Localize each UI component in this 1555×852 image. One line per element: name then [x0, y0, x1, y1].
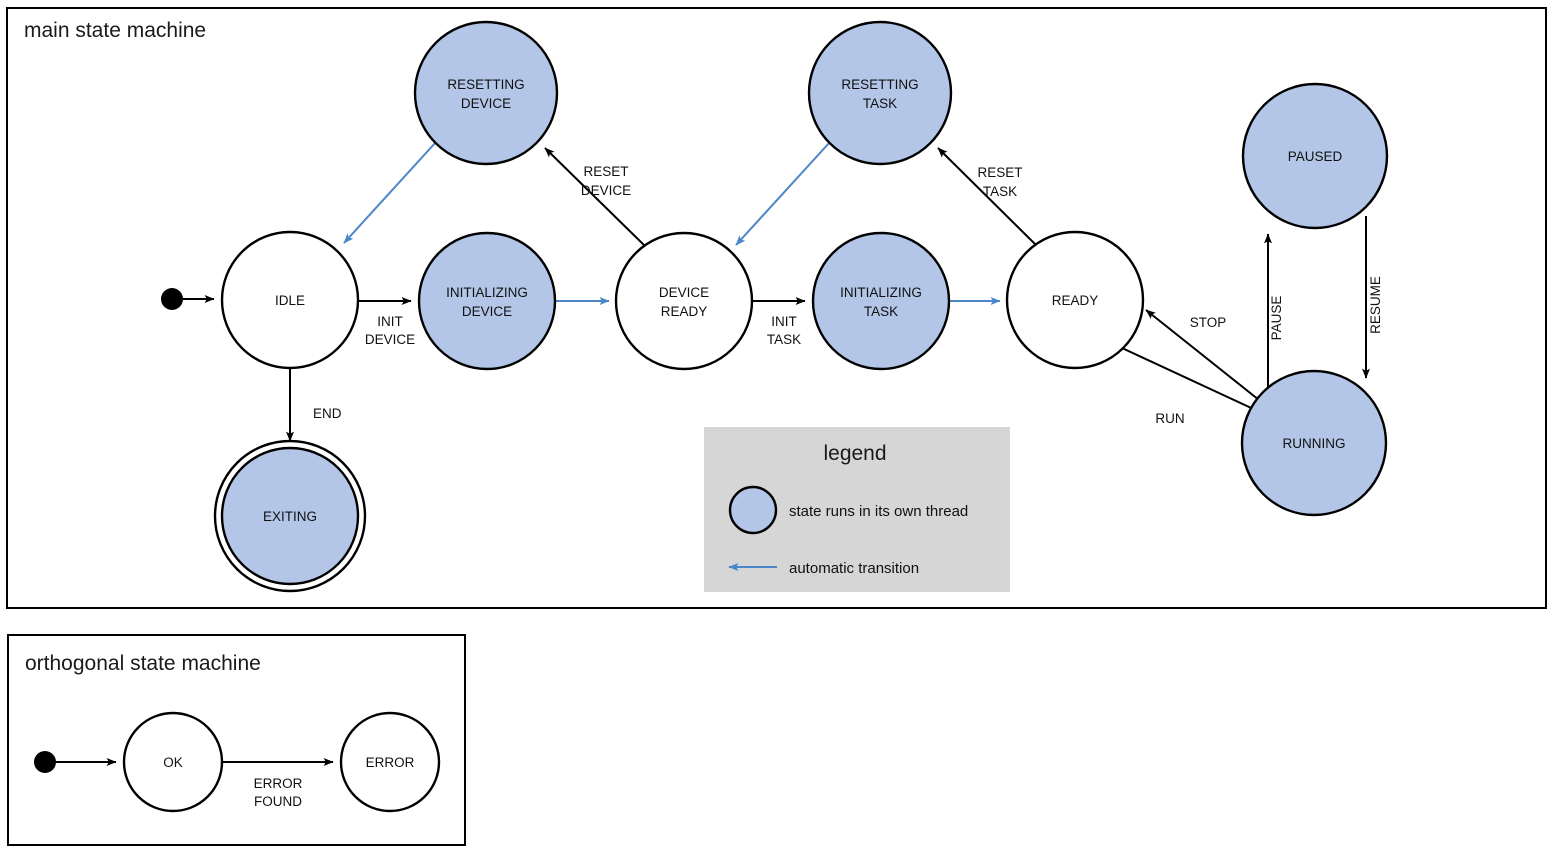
main-transitions-layer: INIT DEVICE END RESET DEVICE INIT TASK R…	[183, 141, 1383, 442]
orthogonal-states-layer: OK ERROR	[34, 711, 441, 813]
state-exiting-outer-ring	[213, 439, 367, 593]
edge-label-stop: STOP	[1190, 315, 1227, 330]
state-resetting-task[interactable]: RESETTING TASK	[807, 20, 953, 166]
edge-label-pause: PAUSE	[1269, 296, 1284, 341]
main-states-layer: IDLE EXITING INITIALIZING DEVICE RESETTI…	[161, 20, 1389, 593]
legend-filled-circle-icon	[728, 485, 778, 535]
state-ready[interactable]: READY	[1005, 230, 1145, 370]
state-ready-label: READY	[1052, 293, 1099, 308]
state-initializing-task-label-line2: TASK	[864, 304, 898, 319]
edge-label-error-found-line1: ERROR	[254, 776, 303, 791]
state-paused-label: PAUSED	[1288, 149, 1343, 164]
state-ready-shape[interactable]	[1005, 230, 1145, 370]
edge-label-error-found-line2: FOUND	[254, 794, 302, 809]
edge-label-init-task-line2: TASK	[767, 332, 801, 347]
edge-label-reset-device-line1: RESET	[583, 164, 628, 179]
state-paused[interactable]: PAUSED	[1241, 82, 1389, 230]
state-idle[interactable]: IDLE	[220, 230, 360, 370]
edge-label-reset-task-line2: TASK	[983, 184, 1017, 199]
state-initializing-device-label-line2: DEVICE	[462, 304, 512, 319]
state-resetting-task-shape[interactable]	[807, 20, 953, 166]
edge-resetting-device-to-idle[interactable]	[343, 141, 437, 244]
state-ok-shape[interactable]	[122, 711, 224, 813]
state-resetting-device-label-line2: DEVICE	[461, 96, 511, 111]
state-exiting-label: EXITING	[263, 509, 317, 524]
state-device-ready-shape[interactable]	[614, 231, 754, 371]
state-idle-shape[interactable]	[220, 230, 360, 370]
state-resetting-device-shape[interactable]	[413, 20, 559, 166]
edge-label-reset-device-line2: DEVICE	[581, 183, 631, 198]
state-ok[interactable]: OK	[122, 711, 224, 813]
state-running-label: RUNNING	[1283, 436, 1346, 451]
state-device-ready[interactable]: DEVICE READY	[614, 231, 754, 371]
state-resetting-task-label-line2: TASK	[863, 96, 897, 111]
state-exiting[interactable]: EXITING	[213, 439, 367, 593]
state-resetting-device[interactable]: RESETTING DEVICE	[413, 20, 559, 166]
state-paused-shape[interactable]	[1241, 82, 1389, 230]
state-resetting-device-label-line1: RESETTING	[447, 77, 524, 92]
state-running-shape[interactable]	[1240, 369, 1388, 517]
state-error[interactable]: ERROR	[339, 711, 441, 813]
edge-label-init-task-line1: INIT	[771, 314, 797, 329]
edge-running-to-ready[interactable]	[1145, 309, 1260, 401]
state-initializing-device-label-line1: INITIALIZING	[446, 285, 528, 300]
state-resetting-task-label-line1: RESETTING	[841, 77, 918, 92]
edge-label-resume: RESUME	[1368, 276, 1383, 334]
legend-item-thread-text: state runs in its own thread	[789, 503, 968, 520]
state-initializing-device[interactable]: INITIALIZING DEVICE	[417, 231, 557, 371]
state-error-label: ERROR	[366, 755, 415, 770]
edge-ready-to-resetting-task[interactable]	[937, 147, 1037, 246]
edge-label-init-device-line2: DEVICE	[365, 332, 415, 347]
state-initializing-task-label-line1: INITIALIZING	[840, 285, 922, 300]
edge-label-reset-task-line1: RESET	[977, 165, 1022, 180]
state-exiting-shape[interactable]	[220, 446, 360, 586]
state-initializing-device-shape[interactable]	[417, 231, 557, 371]
state-device-ready-label-line1: DEVICE	[659, 285, 709, 300]
legend-item-auto-text: automatic transition	[789, 560, 919, 577]
edge-label-end: END	[313, 406, 342, 421]
initial-state-dot-main[interactable]	[161, 288, 183, 310]
state-device-ready-label-line2: READY	[661, 304, 708, 319]
edge-label-init-device-line1: INIT	[377, 314, 403, 329]
state-error-shape[interactable]	[339, 711, 441, 813]
initial-state-dot-orthogonal[interactable]	[34, 751, 56, 773]
state-idle-label: IDLE	[275, 293, 305, 308]
state-initializing-task[interactable]: INITIALIZING TASK	[811, 231, 951, 371]
legend: legend state runs in its own thread auto…	[704, 427, 1010, 592]
state-running[interactable]: RUNNING	[1240, 369, 1388, 517]
orthogonal-frame-title: orthogonal state machine	[25, 652, 261, 675]
legend-title: legend	[823, 442, 886, 465]
edge-ready-to-running[interactable]	[1121, 347, 1263, 414]
edge-resetting-task-to-device-ready[interactable]	[735, 141, 831, 246]
state-ok-label: OK	[163, 755, 183, 770]
main-frame-title: main state machine	[24, 19, 206, 42]
edge-device-ready-to-resetting-device[interactable]	[544, 147, 646, 247]
orthogonal-transitions-layer: ERROR FOUND	[56, 758, 334, 809]
state-initializing-task-shape[interactable]	[811, 231, 951, 371]
edge-label-run: RUN	[1155, 411, 1184, 426]
